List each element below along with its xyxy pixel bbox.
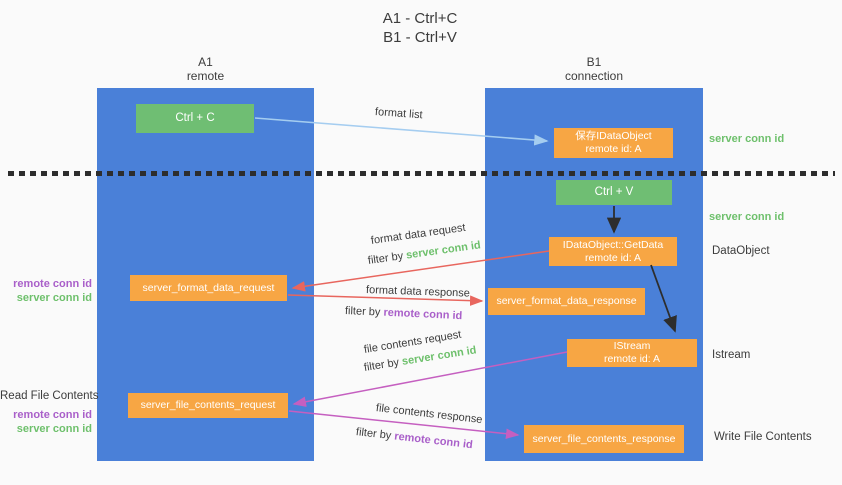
diagram-title: A1 - Ctrl+C B1 - Ctrl+V <box>300 9 540 47</box>
server-file-contents-request-label: server_file_contents_request <box>140 399 276 411</box>
right-server-conn-id-label-1: server conn id <box>709 133 785 145</box>
left-server-conn-id-label-1: server conn id <box>16 292 92 304</box>
session-divider-dotted-line <box>8 171 835 176</box>
lane-a1-name: A1 <box>198 55 213 69</box>
file-contents-response-label: file contents response <box>375 402 484 427</box>
server-format-data-request-label: server_format_data_request <box>142 281 275 294</box>
getdata-line1: IDataObject::GetData <box>562 238 664 251</box>
format-data-response-label: format data response <box>365 284 471 300</box>
node-server-file-contents-request: server_file_contents_request <box>128 393 288 418</box>
read-file-contents-label: Read File Contents <box>0 390 99 402</box>
node-server-format-data-response: server_format_data_response <box>488 288 645 315</box>
node-idataobject-getdata: IDataObject::GetData remote id: A <box>549 237 677 266</box>
istream-side-label: Istream <box>712 349 751 361</box>
format-data-response-filter-label: filter by remote conn id <box>344 305 463 323</box>
node-istream: IStream remote id: A <box>567 339 697 367</box>
ctrl-c-label: Ctrl + C <box>175 112 215 124</box>
remote-conn-id-inline: remote conn id <box>393 430 474 452</box>
ctrl-v-label: Ctrl + V <box>594 186 634 198</box>
left-server-conn-id-label-2: server conn id <box>16 423 92 435</box>
save-idataobject-line2: remote id: A <box>585 143 642 155</box>
dataobject-label: DataObject <box>712 245 770 257</box>
title-line-1: A1 - Ctrl+C <box>382 10 458 27</box>
lane-a1-subtitle: remote <box>186 69 225 83</box>
right-server-conn-id-label-2: server conn id <box>709 211 785 223</box>
istream-line1: IStream <box>613 340 651 352</box>
istream-line2: remote id: A <box>603 353 661 365</box>
title-line-2: B1 - Ctrl+V <box>383 29 457 46</box>
server-format-data-response-label: server_format_data_response <box>496 295 637 307</box>
remote-conn-id-inline: remote conn id <box>383 306 463 323</box>
save-idataobject-line1: 保存IDataObject <box>575 130 652 142</box>
lane-b1-subtitle: connection <box>564 69 624 83</box>
getdata-line2: remote id: A <box>584 251 642 264</box>
file-contents-response-filter-label: filter by remote conn id <box>355 426 474 452</box>
node-save-idataobject: 保存IDataObject remote id: A <box>554 128 673 158</box>
format-list-label: format list <box>374 106 423 122</box>
write-file-contents-label: Write File Contents <box>714 431 812 443</box>
node-ctrl-v: Ctrl + V <box>556 180 672 205</box>
lane-header-b1: B1 connection <box>485 55 703 83</box>
node-server-format-data-request: server_format_data_request <box>130 275 287 301</box>
server-file-contents-response-label: server_file_contents_response <box>532 432 676 445</box>
node-ctrl-c: Ctrl + C <box>136 104 254 133</box>
left-remote-conn-id-label-1: remote conn id <box>13 278 92 290</box>
lane-header-a1: A1 remote <box>97 55 314 83</box>
left-remote-conn-id-label-2: remote conn id <box>13 409 92 421</box>
node-server-file-contents-response: server_file_contents_response <box>524 425 684 453</box>
lane-b1-name: B1 <box>586 55 602 69</box>
server-conn-id-inline: server conn id <box>405 239 482 262</box>
